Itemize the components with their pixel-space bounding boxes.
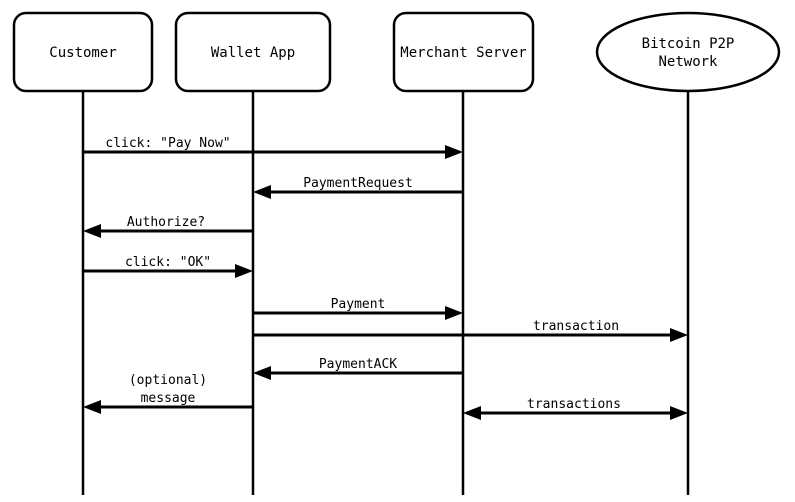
message-label: transaction <box>533 319 619 334</box>
arrowhead <box>445 306 463 320</box>
participant-box-merchant-server <box>392 11 535 93</box>
message-optional-message: (optional)message <box>83 373 253 414</box>
message-click-ok: click: "OK" <box>83 255 253 278</box>
participant-box-customer <box>12 11 154 93</box>
arrowhead <box>670 406 688 420</box>
message-transaction: transaction <box>253 319 688 342</box>
arrowhead <box>83 400 101 414</box>
message-label: Authorize? <box>127 215 205 230</box>
arrowhead <box>83 224 101 238</box>
arrowhead <box>670 328 688 342</box>
participant-wallet-app: Wallet App <box>174 11 332 93</box>
message-label: click: "Pay Now" <box>105 136 230 151</box>
arrowhead <box>253 185 271 199</box>
message-label: transactions <box>527 397 621 412</box>
participant-label-wallet-app: Wallet App <box>211 45 295 61</box>
participant-customer: Customer <box>12 11 154 93</box>
participant-box-wallet-app <box>174 11 332 93</box>
message-label: Payment <box>331 297 386 312</box>
message-label: click: "OK" <box>125 255 211 270</box>
message-label: PaymentRequest <box>303 176 413 191</box>
participant-label-merchant-server: Merchant Server <box>400 45 526 61</box>
arrowhead <box>463 406 481 420</box>
message-paymentack: PaymentACK <box>253 357 463 380</box>
arrowhead <box>235 264 253 278</box>
message-transactions: transactions <box>463 397 688 420</box>
message-payment: Payment <box>253 297 463 320</box>
message-label: (optional)message <box>129 373 207 406</box>
message-click-pay-now: click: "Pay Now" <box>83 136 463 159</box>
message-paymentrequest: PaymentRequest <box>253 176 463 199</box>
participant-ellipse-bitcoin-p2p-network <box>595 11 781 93</box>
arrowhead <box>445 145 463 159</box>
participant-label-customer: Customer <box>49 45 116 61</box>
message-authorize: Authorize? <box>83 215 253 238</box>
participant-merchant-server: Merchant Server <box>392 11 535 93</box>
arrowhead <box>253 366 271 380</box>
message-label: PaymentACK <box>319 357 397 372</box>
